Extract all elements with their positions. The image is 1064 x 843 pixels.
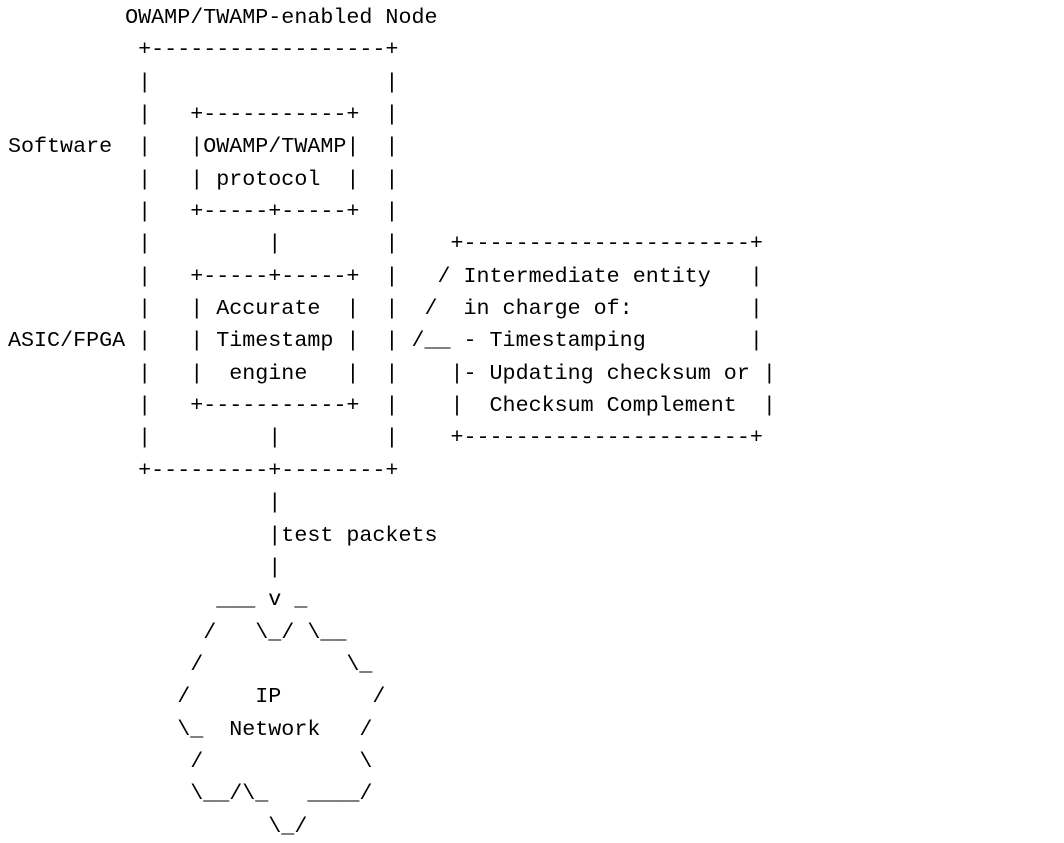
diagram-line-node-title: OWAMP/TWAMP-enabled Node <box>8 5 438 30</box>
diagram-line: | | <box>8 69 399 95</box>
diagram-line-node-bottom-border: +---------+--------+ <box>8 457 399 483</box>
diagram-line-network-cloud: \_/ <box>8 813 308 839</box>
diagram-line-network-cloud: / \_/ \__ <box>8 619 347 645</box>
diagram-line-test-packets: |test packets <box>8 522 438 548</box>
diagram-line: | | engine | | |- Updating checksum or | <box>8 360 776 386</box>
diagram-line-asic-fpga-layer: ASIC/FPGA | | Timestamp | | /__ - Timest… <box>8 328 763 354</box>
diagram-line-arrow: ___ v _ <box>8 587 308 613</box>
diagram-line-ip-network: \_ Network / <box>8 716 373 742</box>
diagram-line-intermediate-entity: | +-----+-----+ | / Intermediate entity … <box>8 263 763 289</box>
diagram-line: | | protocol | | <box>8 166 399 192</box>
ascii-diagram: OWAMP/TWAMP-enabled Node +--------------… <box>8 2 776 843</box>
diagram-line-node-top-border: +------------------+ <box>8 37 399 63</box>
diagram-line-network-cloud: \__/\_ ____/ <box>8 781 373 807</box>
diagram-line: | <box>8 554 282 580</box>
diagram-line: | | Accurate | | / in charge of: | <box>8 296 763 322</box>
diagram-line: | +-----------+ | | Checksum Complement … <box>8 393 776 419</box>
diagram-line-ip-network: / IP / <box>8 684 386 710</box>
diagram-line-entity-bottom-border: | | | +----------------------+ <box>8 425 763 451</box>
diagram-line-network-cloud: / \_ <box>8 651 373 677</box>
diagram-line-entity-top-border: | | | +----------------------+ <box>8 231 763 257</box>
diagram-line: | +-----------+ | <box>8 102 399 128</box>
diagram-line-software-layer: Software | |OWAMP/TWAMP| | <box>8 134 399 160</box>
diagram-line: | +-----+-----+ | <box>8 199 399 225</box>
diagram-line-network-cloud: / \ <box>8 748 373 774</box>
diagram-line: | <box>8 490 282 516</box>
